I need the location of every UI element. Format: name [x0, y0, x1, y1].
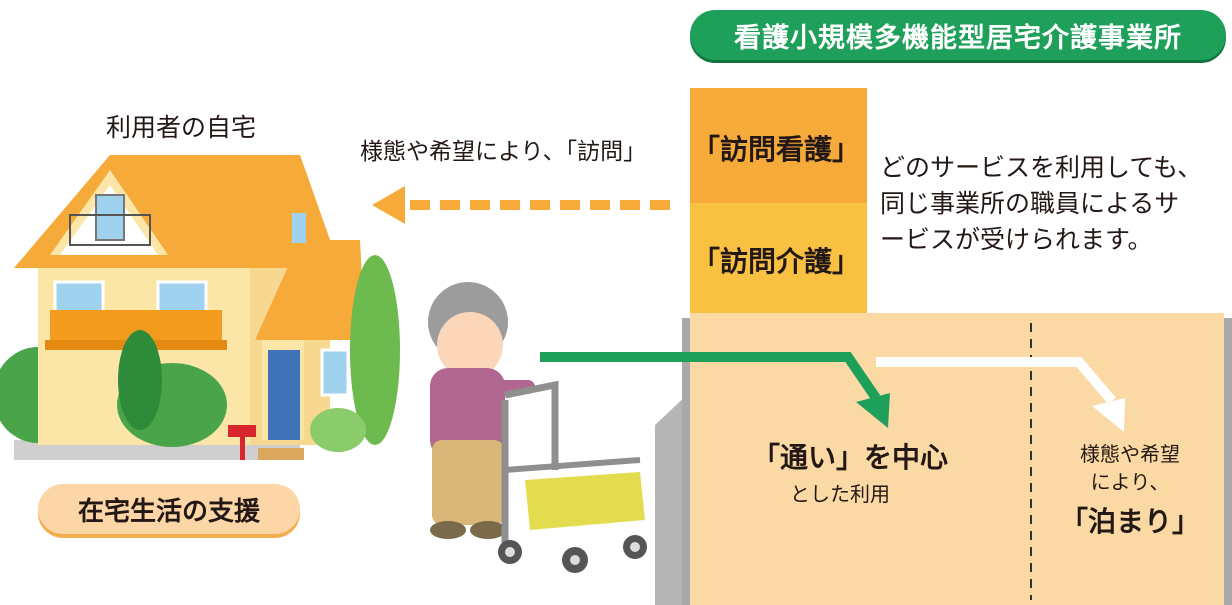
- facility-roof-shadow: [655, 392, 690, 605]
- stay-condition-line: 様態や希望: [1080, 442, 1180, 466]
- service-description-line: 同じ事業所の職員によるサ: [880, 189, 1180, 218]
- service-description-line: ービスが受けられます。: [880, 225, 1153, 254]
- visit-nursing-box: [690, 88, 867, 203]
- visit-nursing-label: 「訪問看護」: [692, 133, 861, 166]
- stay-block: 様態や希望 により、 「泊まり」: [1040, 440, 1220, 540]
- stay-condition-line: により、: [1090, 470, 1170, 494]
- visit-care-label: 「訪問介護」: [692, 245, 861, 278]
- day-use-label: 「通い」を中心: [752, 441, 949, 474]
- home-label: 利用者の自宅: [106, 113, 257, 142]
- visit-note: 様態や希望により、「訪問」: [360, 139, 647, 165]
- stay-arrow: [876, 357, 1125, 432]
- facility-title-banner: 看護小規模多機能型居宅介護事業所: [690, 10, 1226, 60]
- visit-arrow: [372, 186, 670, 224]
- elderly-user-illustration: [428, 282, 647, 573]
- service-description-line: どのサービスを利用しても、: [880, 153, 1203, 182]
- visit-care-box: [690, 203, 867, 313]
- stay-label: 「泊まり」: [1059, 505, 1200, 538]
- house-illustration: [0, 155, 400, 460]
- home-support-badge: 在宅生活の支援: [38, 484, 300, 534]
- day-use-arrow: [540, 352, 890, 428]
- service-description: どのサービスを利用しても、 同じ事業所の職員によるサ ービスが受けられます。: [880, 150, 1202, 258]
- day-use-sublabel: とした利用: [790, 482, 890, 506]
